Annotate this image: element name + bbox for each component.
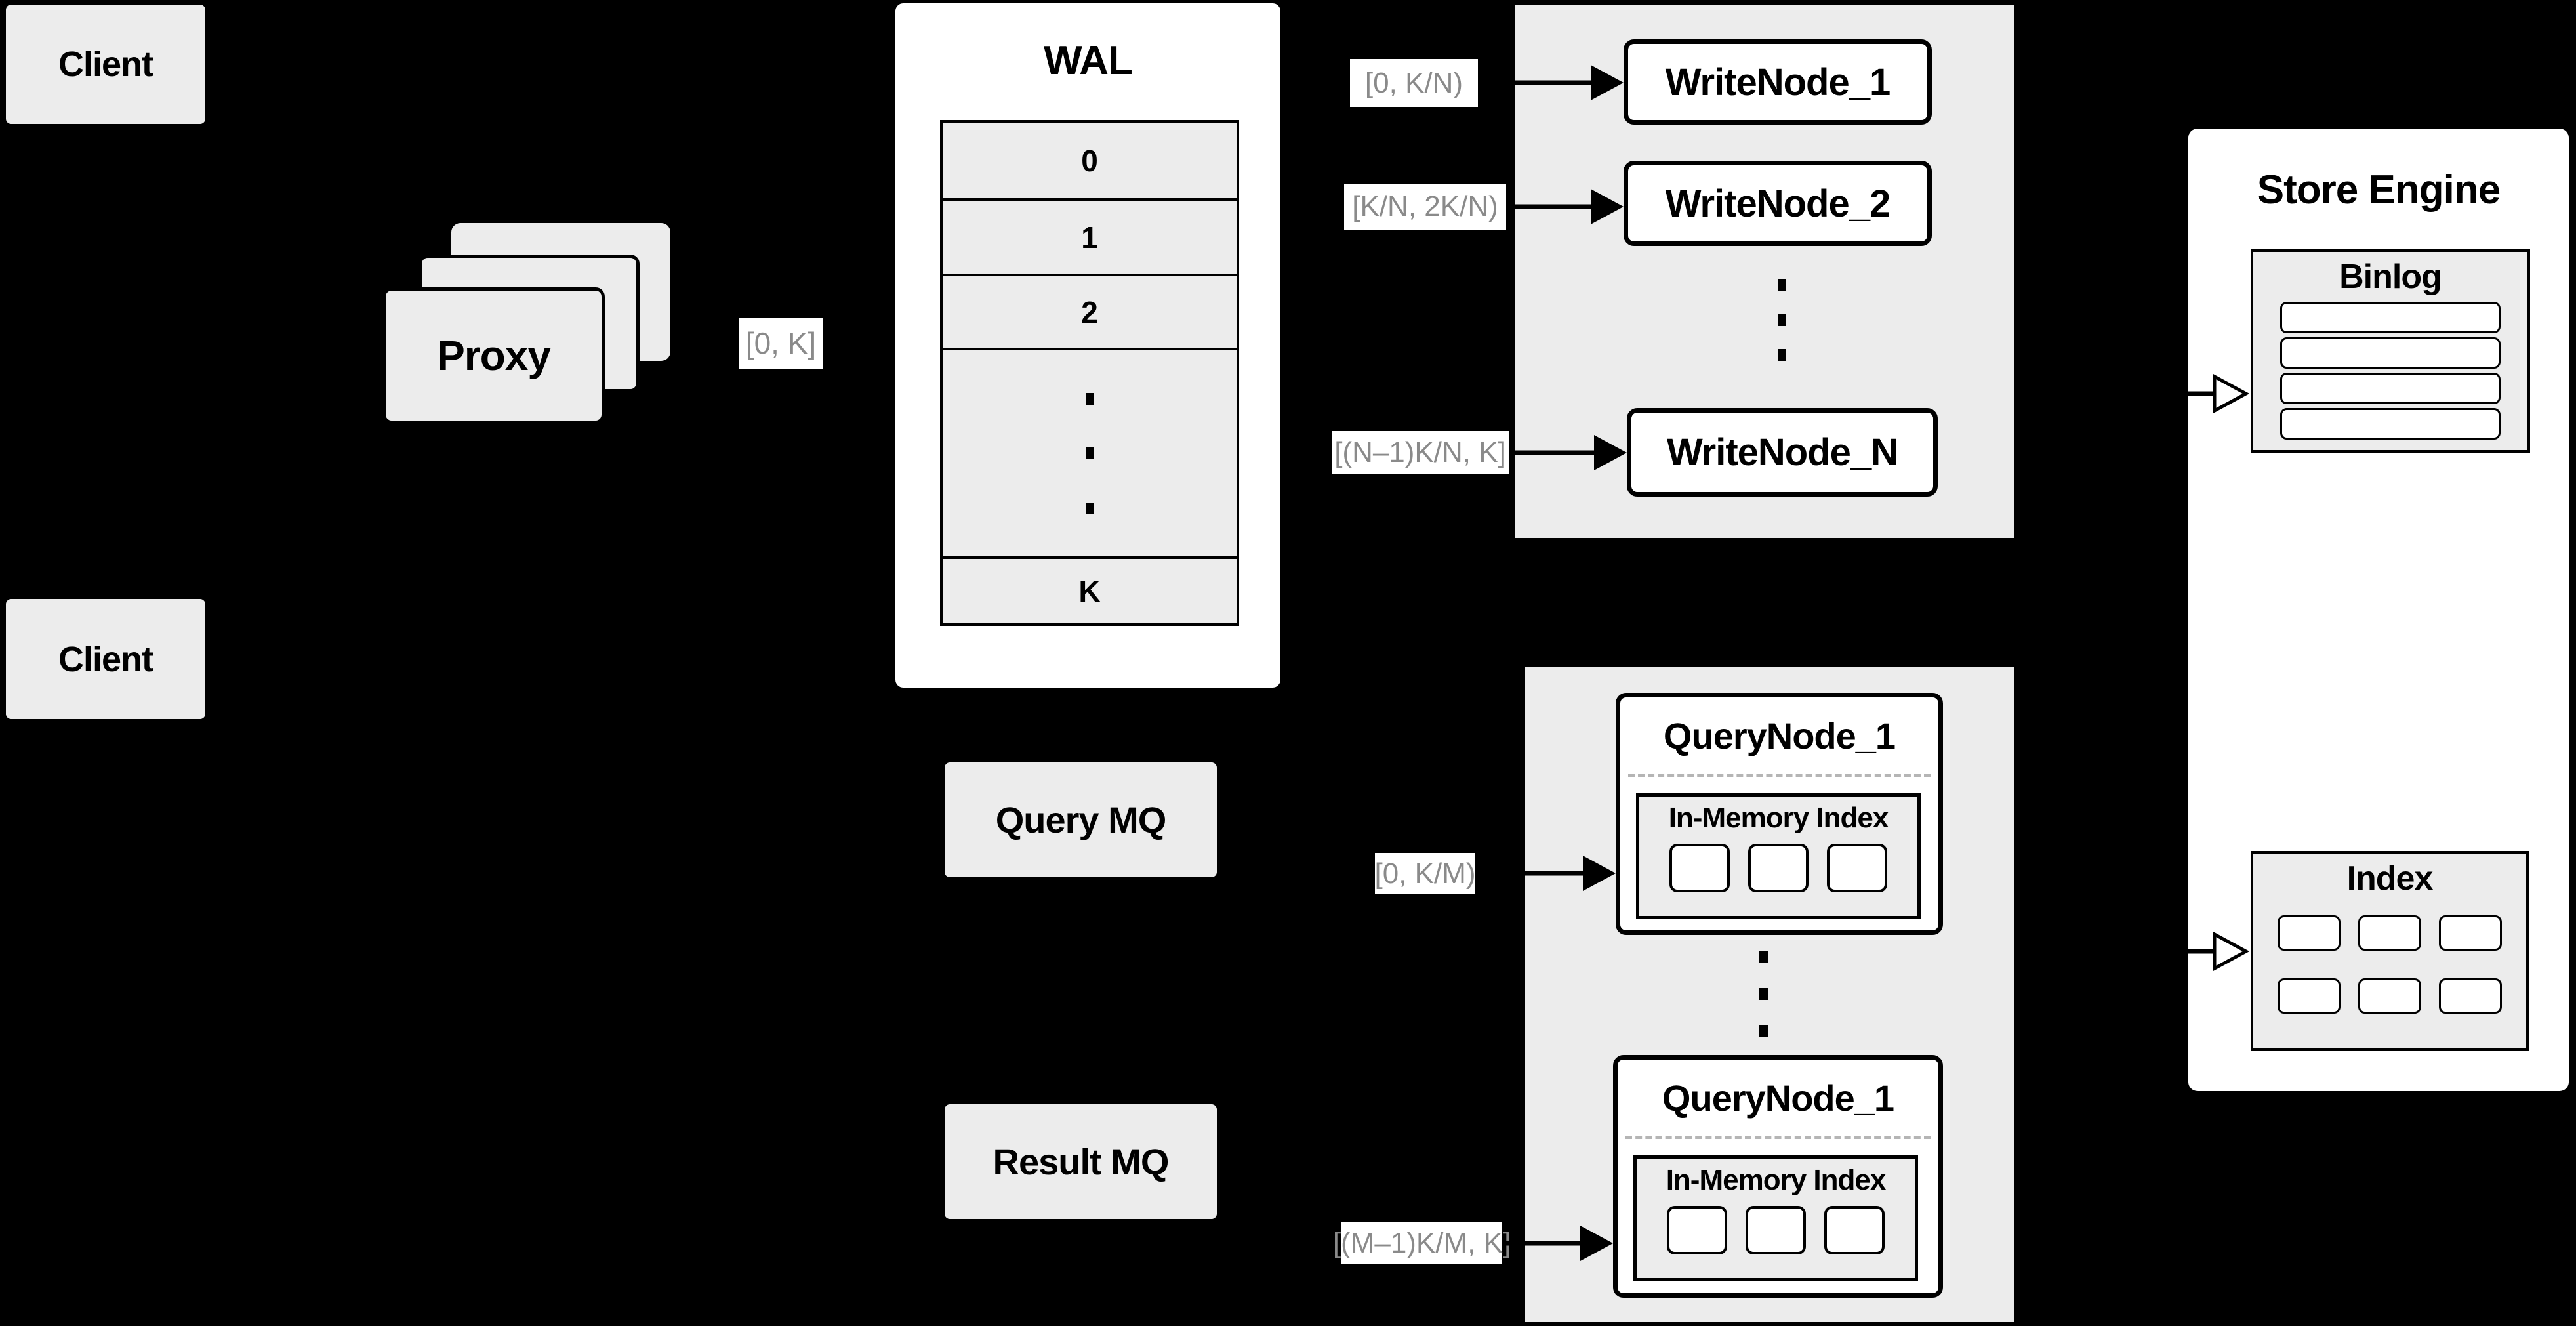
wal-row: 1 xyxy=(943,201,1237,276)
index-cell xyxy=(2358,915,2421,951)
query-node-m: QueryNode_1 In-Memory Index xyxy=(1613,1055,1943,1298)
wal-table: 0 1 2 K xyxy=(940,120,1239,626)
binlog-row xyxy=(2280,373,2501,404)
index-cell xyxy=(2439,978,2502,1014)
write-node-1: WriteNode_1 xyxy=(1624,39,1932,125)
client-label: Client xyxy=(58,45,153,84)
in-memory-index-box: In-Memory Index xyxy=(1633,1155,1918,1281)
hollow-arrow-right-icon xyxy=(2066,373,2250,414)
binlog-row xyxy=(2280,337,2501,369)
index-cell xyxy=(2439,915,2502,951)
range-label-writenode-n: [(N–1)K/N, K] xyxy=(1332,431,1509,474)
binlog-rows xyxy=(2253,302,2527,440)
segment-cell xyxy=(1748,844,1809,892)
arrow-right-icon xyxy=(1478,65,1624,100)
segment-cell xyxy=(1667,1206,1727,1254)
index-cell xyxy=(2278,915,2341,951)
segment-cell xyxy=(1827,844,1887,892)
wal-row: 0 xyxy=(943,123,1237,201)
binlog-title: Binlog xyxy=(2339,258,2442,296)
arrow-right-icon xyxy=(1506,189,1624,224)
in-memory-index-box: In-Memory Index xyxy=(1636,793,1921,919)
range-label-writenode-1: [0, K/N) xyxy=(1350,59,1478,107)
result-mq-label: Result MQ xyxy=(992,1141,1170,1182)
query-node-title: QueryNode_1 xyxy=(1662,1077,1894,1119)
query-mq-label: Query MQ xyxy=(995,799,1167,840)
proxy-box: Proxy xyxy=(382,287,605,424)
write-node-2: WriteNode_2 xyxy=(1624,161,1932,246)
index-cells xyxy=(2253,915,2526,1014)
range-label-querynode-1: [0, K/M) xyxy=(1374,853,1476,894)
binlog-row xyxy=(2280,408,2501,440)
dashed-divider xyxy=(1628,774,1931,777)
client-box-top: Client xyxy=(6,5,205,124)
range-label-proxy-wal: [0, K] xyxy=(739,318,823,369)
client-label: Client xyxy=(58,639,153,679)
result-mq-box: Result MQ xyxy=(945,1104,1217,1219)
wal-row: 2 xyxy=(943,276,1237,350)
in-memory-index-title: In-Memory Index xyxy=(1668,802,1889,834)
index-cell xyxy=(2278,978,2341,1014)
vertical-ellipsis xyxy=(1759,951,1768,1037)
segment-cell xyxy=(1669,844,1730,892)
arrow-right-icon xyxy=(1509,435,1627,470)
query-mq-box: Query MQ xyxy=(945,762,1217,877)
dashed-divider xyxy=(1625,1136,1931,1139)
store-engine-title: Store Engine xyxy=(2257,167,2501,213)
segment-cell xyxy=(1746,1206,1806,1254)
query-node-1: QueryNode_1 In-Memory Index xyxy=(1616,693,1943,935)
binlog-row xyxy=(2280,302,2501,333)
write-node-n: WriteNode_N xyxy=(1627,408,1938,497)
index-title: Index xyxy=(2346,860,2434,898)
query-node-title: QueryNode_1 xyxy=(1663,715,1896,756)
in-memory-index-title: In-Memory Index xyxy=(1666,1164,1887,1196)
write-node-label: WriteNode_N xyxy=(1666,431,1898,474)
wal-row-ellipsis xyxy=(943,350,1237,559)
write-node-label: WriteNode_2 xyxy=(1665,182,1891,225)
range-label-writenode-2: [K/N, 2K/N) xyxy=(1344,184,1506,230)
range-label-querynode-m: [(M–1)K/M, K] xyxy=(1333,1222,1511,1264)
index-box: Index xyxy=(2251,851,2529,1051)
proxy-label: Proxy xyxy=(437,332,551,379)
vertical-ellipsis xyxy=(1778,279,1786,361)
hollow-arrow-right-icon xyxy=(2066,931,2250,972)
binlog-box: Binlog xyxy=(2251,249,2530,453)
arrow-right-icon xyxy=(1502,1226,1613,1261)
segment-cells xyxy=(1637,1206,1915,1254)
client-box-bottom: Client xyxy=(6,599,205,719)
wal-row: K xyxy=(943,559,1237,623)
arrow-right-icon xyxy=(1475,856,1616,891)
wal-title: WAL xyxy=(1044,38,1133,83)
vertical-ellipsis xyxy=(1085,392,1094,514)
store-engine-box: Store Engine Binlog Index xyxy=(2188,129,2569,1091)
segment-cells xyxy=(1639,844,1917,892)
write-node-label: WriteNode_1 xyxy=(1665,60,1891,104)
segment-cell xyxy=(1824,1206,1885,1254)
index-cell xyxy=(2358,978,2421,1014)
